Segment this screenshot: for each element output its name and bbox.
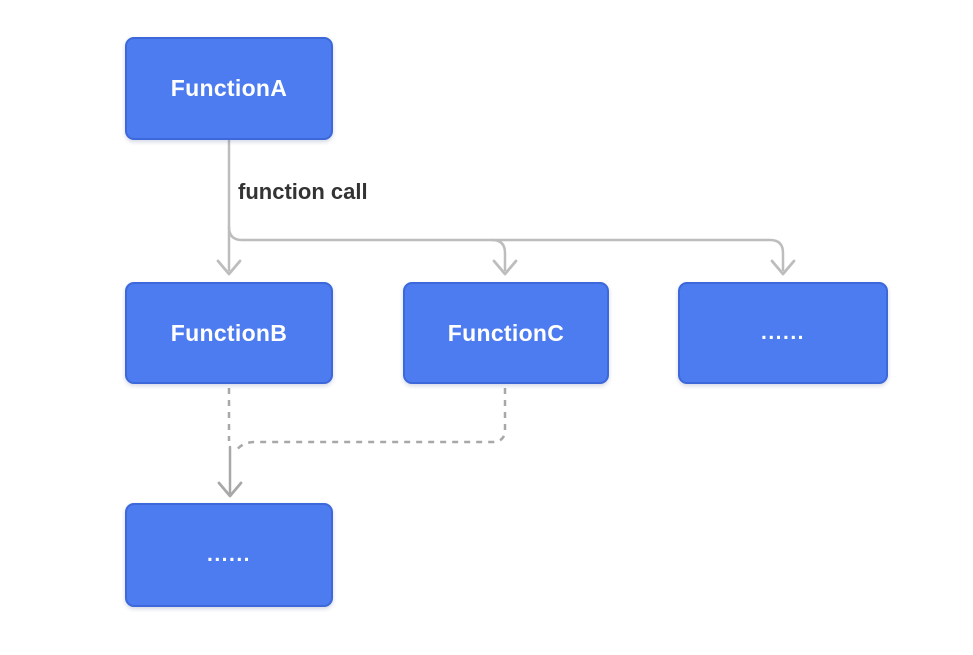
node-functiona-label: FunctionA [170, 75, 288, 101]
edge-functiona-to-functionb [216, 139, 242, 276]
node-functionc: FunctionC [403, 282, 609, 384]
node-more-callees: ...... [678, 282, 888, 384]
edge-branch-rail [227, 225, 785, 272]
edge-drop-functionc [490, 238, 507, 272]
arrowhead-more-callees [770, 259, 796, 276]
edge-functionc-to-more [234, 388, 507, 452]
node-more-nested-calls-label: ...... [206, 543, 251, 566]
arrowhead-more-nested [217, 481, 243, 498]
arrowhead-functionc [492, 259, 518, 276]
edge-functionb-to-more [217, 388, 243, 498]
node-more-nested-calls: ...... [125, 503, 333, 607]
node-functiona: FunctionA [125, 37, 333, 140]
edge-label-function-call: function call [238, 179, 368, 204]
node-functionb-label: FunctionB [170, 319, 288, 346]
edge-functiona-to-functionc-and-more [227, 225, 796, 276]
node-functionb: FunctionB [125, 282, 333, 384]
node-more-callees-label: ...... [760, 321, 805, 344]
node-functionc-label: FunctionC [447, 319, 565, 346]
dashed-line-functionc [234, 388, 507, 452]
arrowhead-functionb [216, 259, 242, 276]
